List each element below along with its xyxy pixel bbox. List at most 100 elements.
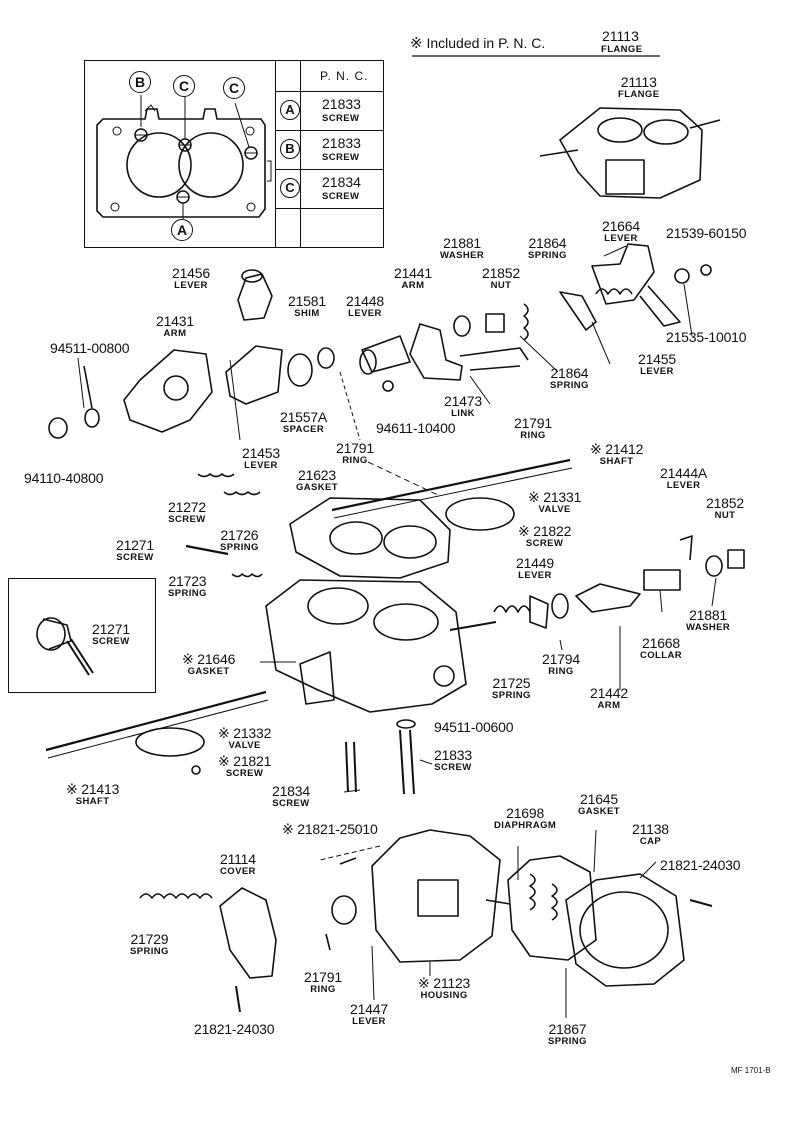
row-mark: A — [280, 100, 300, 120]
gasket-outline — [96, 95, 272, 219]
part-label: 94110-40800 — [24, 470, 104, 486]
pnc-table-header: P. N. C. — [276, 61, 384, 92]
included-mark: ※ — [282, 821, 294, 837]
gasket-mark-c-mid: C — [173, 75, 195, 97]
part-label: 21535-10010 — [666, 329, 747, 345]
row-name: SCREW — [322, 191, 360, 202]
table-divider — [300, 61, 301, 247]
pnc-header-label: P. N. C. — [320, 69, 369, 83]
included-mark: ※ — [218, 753, 230, 769]
included-mark: ※ — [410, 35, 423, 52]
header-pnc: 21113 — [602, 28, 639, 44]
part-label: 21821-24030 — [660, 857, 741, 873]
part-label: 94611-10400 — [376, 420, 456, 436]
header-pnc-name: FLANGE — [601, 44, 643, 55]
header-text: Included in P. N. C. — [426, 35, 546, 51]
row-mark: B — [280, 139, 300, 159]
screw-detail-inset — [8, 578, 156, 693]
gasket-mark-b: B — [129, 71, 151, 93]
included-mark: ※ — [528, 489, 540, 505]
included-mark: ※ — [418, 975, 430, 991]
included-mark: ※ — [518, 523, 530, 539]
part-label: 94511-00800 — [50, 340, 130, 356]
row-pnc: 21834 — [322, 174, 361, 190]
gasket-mark-a: A — [171, 219, 193, 241]
included-mark: ※ — [218, 725, 230, 741]
pnc-row-b: B 21833 SCREW — [276, 131, 384, 170]
part-label: 21539-60150 — [666, 225, 747, 241]
row-name: SCREW — [322, 152, 360, 163]
included-mark: ※ — [590, 441, 602, 457]
row-name: SCREW — [322, 113, 360, 124]
included-mark: ※ — [66, 781, 78, 797]
included-mark: ※ — [182, 651, 194, 667]
row-pnc: 21833 — [322, 96, 361, 112]
part-label: 94511-00600 — [434, 719, 514, 735]
row-mark: C — [280, 178, 300, 198]
pnc-table: P. N. C. A 21833 SCREW B 21833 SCREW C 2… — [275, 61, 384, 247]
header-note: ※ Included in P. N. C. 21113 FLANGE — [410, 28, 642, 55]
pnc-row-c: C 21834 SCREW — [276, 170, 384, 209]
figure-code: MF 1701-B — [731, 1066, 771, 1075]
row-pnc: 21833 — [322, 135, 361, 151]
screw-legend-box: B C C A P. N. C. A 21833 SCREW B 21833 S… — [84, 60, 384, 248]
gasket-mark-c-right: C — [223, 77, 245, 99]
pnc-row-a: A 21833 SCREW — [276, 92, 384, 131]
part-label: 21821-24030 — [194, 1021, 275, 1037]
adjust-screw-drawing — [36, 617, 94, 676]
part-label: ※ 21821-25010 — [282, 821, 378, 837]
